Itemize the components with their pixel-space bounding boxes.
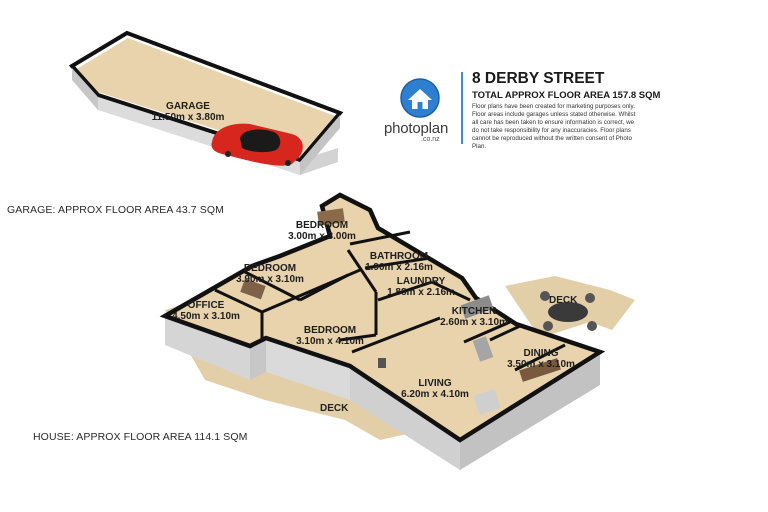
house-area-label: HOUSE: APPROX FLOOR AREA 114.1 SQM [33, 431, 248, 443]
room-label-dining: DINING 3.50m x 3.10m [507, 348, 575, 370]
room-dims: 3.50m x 3.10m [507, 359, 575, 370]
room-label-bedroom: BEDROOM 3.00m x 3.00m [288, 220, 356, 242]
room-dims: 3.00m x 3.00m [288, 231, 356, 242]
house-block [159, 192, 635, 470]
house-interior-walls [214, 205, 566, 372]
room-name: BEDROOM [243, 263, 297, 274]
room-name: DINING [523, 348, 559, 359]
room-name: BEDROOM [303, 325, 357, 336]
room-dims: 1.90m x 2.16m [365, 262, 433, 273]
room-name: LAUNDRY [396, 276, 446, 287]
furniture [240, 208, 597, 415]
room-label-bedroom: BEDROOM 3.10m x 4.10m [296, 325, 364, 347]
room-name: BEDROOM [295, 220, 349, 231]
house-outer-walls [159, 192, 606, 443]
room-name: BATHROOM [369, 251, 429, 262]
listing-address: 8 DERBY STREET [472, 70, 605, 87]
garage-floor [75, 38, 335, 156]
room-name: LIVING [418, 378, 452, 389]
room-dims: 3.90m x 3.10m [236, 274, 304, 285]
room-name: GARAGE [166, 101, 210, 112]
room-dims: 1.88m x 2.16m [387, 287, 455, 298]
room-name: OFFICE [187, 300, 225, 311]
deck-label-side: DECK [549, 295, 578, 306]
room-label-laundry: LAUNDRY 1.88m x 2.16m [387, 276, 455, 298]
room-label-bedroom: BEDROOM 3.90m x 3.10m [236, 263, 304, 285]
house-icon [400, 78, 440, 118]
brand-domain: .co.nz [421, 136, 440, 143]
room-label-bathroom: BATHROOM 1.90m x 2.16m [365, 251, 433, 273]
disclaimer-text: Floor plans have been created for market… [472, 103, 636, 150]
room-dims: 2.60m x 3.10m [440, 317, 508, 328]
room-label-kitchen: KITCHEN 2.60m x 3.10m [440, 306, 508, 328]
room-dims: 6.20m x 4.10m [401, 389, 469, 400]
room-label-garage: GARAGE 11.50m x 3.80m [152, 101, 225, 123]
room-name: KITCHEN [451, 306, 497, 317]
garage-area-label: GARAGE: APPROX FLOOR AREA 43.7 SQM [7, 204, 224, 216]
garage-front-wall [72, 64, 338, 175]
room-label-living: LIVING 6.20m x 4.10m [401, 378, 469, 400]
house-floor [165, 195, 600, 440]
garage-walls [68, 30, 344, 163]
deck-label-front: DECK [320, 403, 349, 414]
car-icon [211, 123, 303, 166]
room-dims: 3.10m x 4.10m [296, 336, 364, 347]
room-dims: 4.50m x 3.10m [172, 311, 240, 322]
room-dims: 11.50m x 3.80m [151, 112, 225, 123]
room-label-office: OFFICE 4.50m x 3.10m [172, 300, 240, 322]
header-divider [461, 72, 463, 144]
garage-block [68, 30, 344, 175]
brand-name: photoplan [384, 120, 449, 137]
total-floor-area: TOTAL APPROX FLOOR AREA 157.8 SQM [472, 90, 661, 101]
